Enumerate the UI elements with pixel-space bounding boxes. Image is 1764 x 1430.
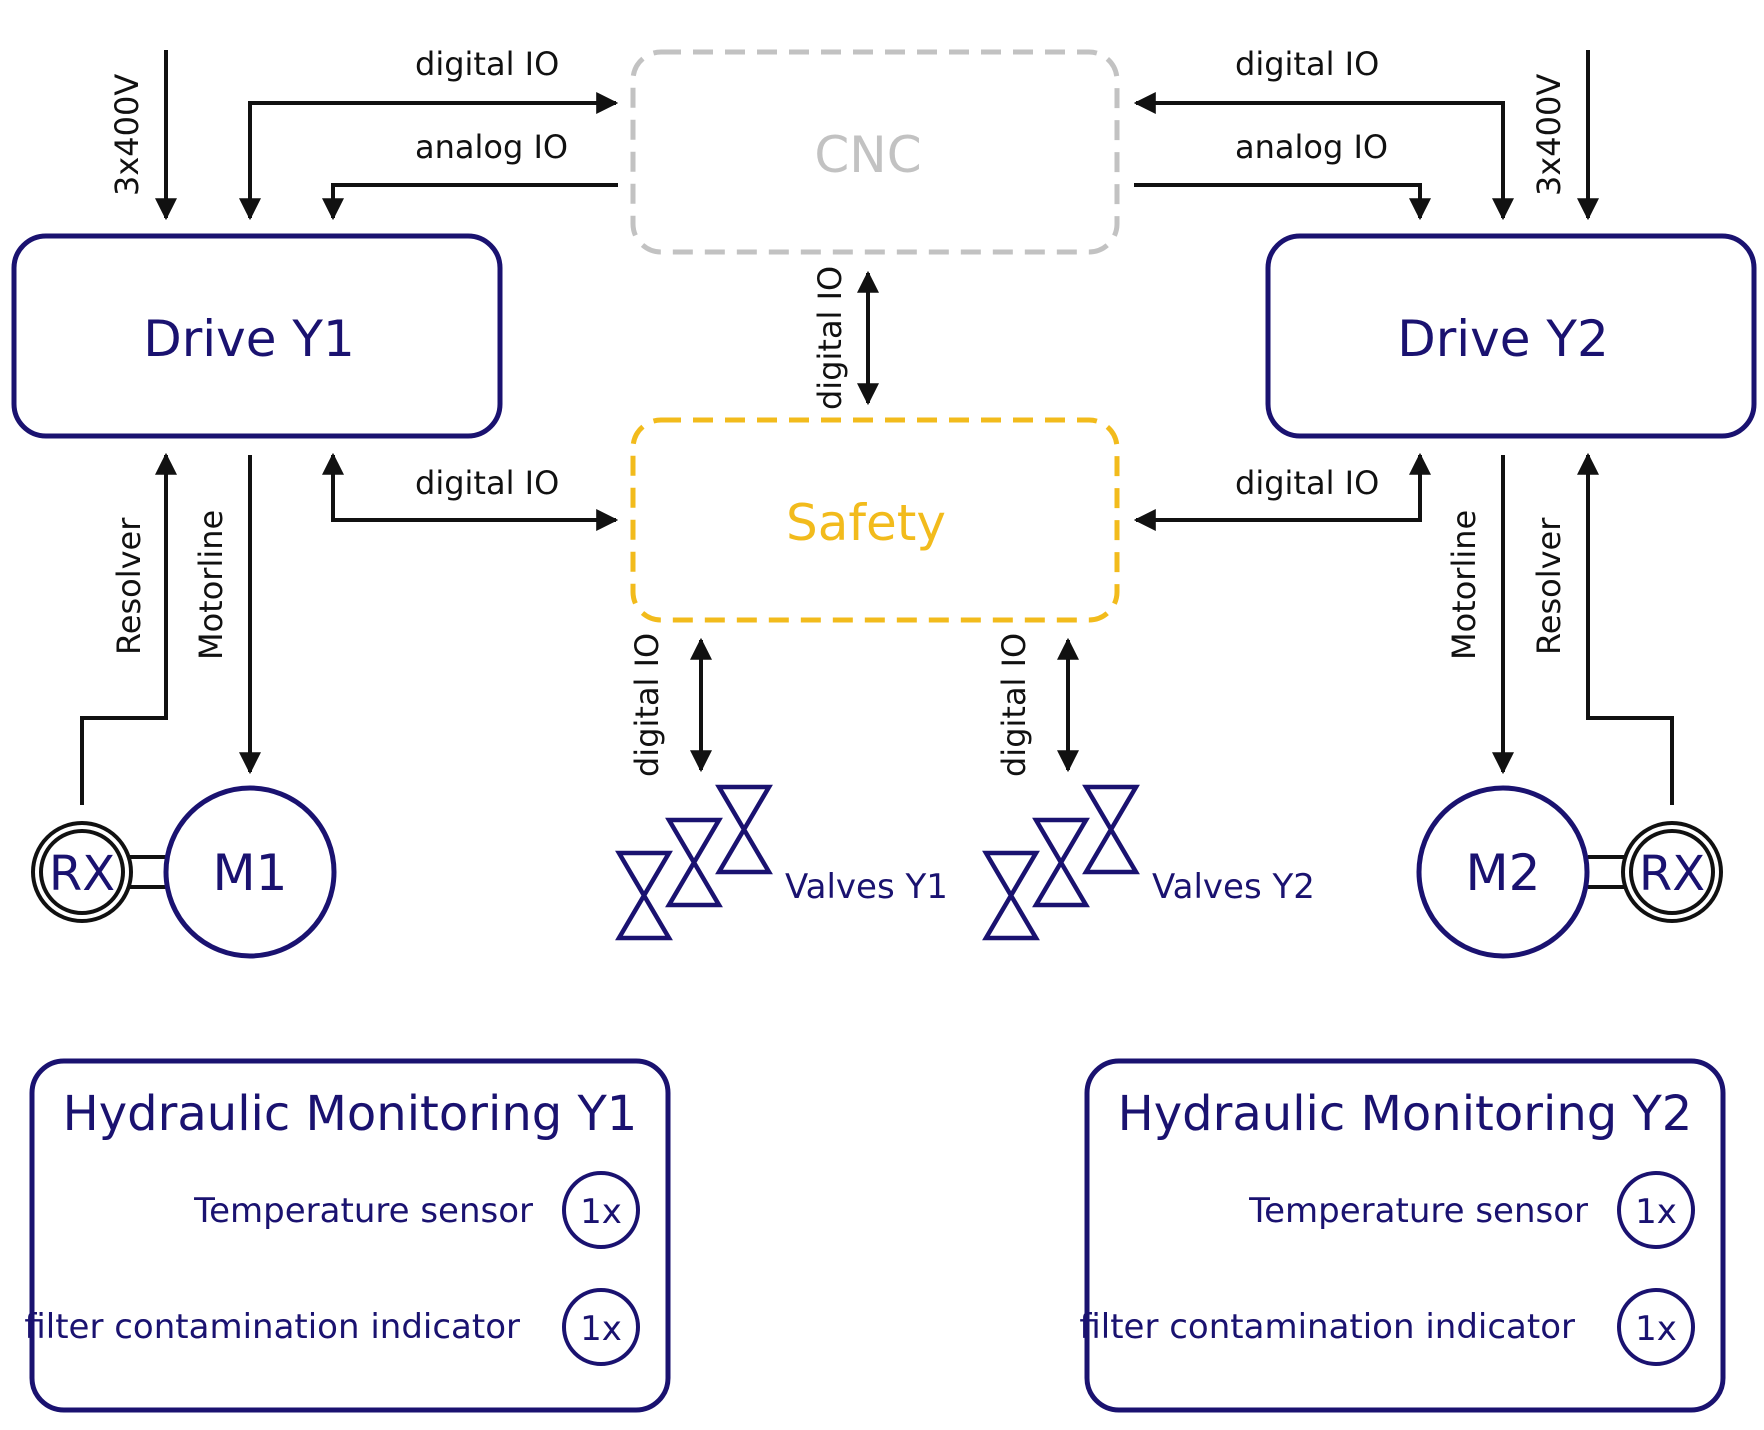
valve-icon [715, 784, 773, 875]
cnc-safety-label: digital IO [811, 266, 849, 410]
motorline-label-y1: Motorline [192, 510, 230, 660]
safety-y2-arrow [1133, 452, 1431, 531]
cnc-y2-digital-arrow [1133, 92, 1514, 221]
safety-node: Safety [630, 417, 1120, 623]
monitoring-y1-box [29, 1058, 671, 1413]
cnc-box [630, 49, 1120, 255]
safety-y1-arrow [322, 452, 619, 531]
cnc-y1-digital-arrow [239, 92, 619, 221]
valve-icon [665, 817, 723, 908]
monitoring-y2-sensor-count: 1x [1635, 1192, 1677, 1232]
hydraulic-monitoring-y1: Hydraulic Monitoring Y1 Temperature sens… [24, 1058, 671, 1413]
safety-y2-label: digital IO [1235, 464, 1379, 502]
resolver-y2-label: RX [1639, 846, 1705, 902]
monitoring-y2-sensor-count: 1x [1635, 1309, 1677, 1349]
resolver-label-y1: Resolver [110, 517, 148, 655]
valves-y1-group: Valves Y1 [615, 784, 948, 941]
cnc-y1-digital-label: digital IO [415, 45, 559, 83]
connection-lines [80, 50, 1674, 805]
cnc-y2-digital-label: digital IO [1235, 45, 1379, 83]
motor-m2-circle [1416, 785, 1590, 959]
count-badge [1617, 1288, 1695, 1366]
cnc-y1-analog-arrow [322, 183, 618, 221]
monitoring-y2-sensor-label: Temperature sensor [1248, 1191, 1588, 1231]
monitoring-y1-sensor-label: Temperature sensor [193, 1191, 533, 1231]
valves-y1-label: Valves Y1 [785, 867, 948, 907]
safety-label: Safety [786, 494, 946, 552]
drive-y2-label: Drive Y2 [1397, 310, 1609, 368]
resolver-y1-label: RX [49, 846, 115, 902]
count-badge [1617, 1171, 1695, 1249]
monitoring-y2-sensor-label: filter contamination indicator [1079, 1307, 1575, 1347]
motor-group-y1: RX M1 [31, 785, 337, 959]
connection-labels: digital IO analog IO digital IO analog I… [108, 45, 1568, 777]
cnc-y1-analog-label: analog IO [415, 128, 568, 166]
motorline-label-y2: Motorline [1445, 510, 1483, 660]
monitoring-y1-title: Hydraulic Monitoring Y1 [63, 1086, 638, 1142]
drive-y1-label: Drive Y1 [143, 310, 355, 368]
resolver-y1-circle [39, 829, 125, 915]
cnc-label: CNC [814, 126, 921, 184]
power-label-y1: 3x400V [108, 74, 146, 196]
monitoring-y1-sensor-count: 1x [580, 1309, 622, 1349]
power-label-y2: 3x400V [1530, 74, 1568, 196]
motor-m1-circle [163, 785, 337, 959]
monitoring-y1-sensor-count: 1x [580, 1192, 622, 1232]
motor-group-y2: RX M2 [1416, 785, 1723, 959]
cnc-y2-analog-label: analog IO [1235, 128, 1388, 166]
motor-m2-label: M2 [1466, 844, 1541, 902]
monitoring-y1-sensor-label: filter contamination indicator [24, 1307, 520, 1347]
motor-m1-label: M1 [213, 844, 288, 902]
safety-box [630, 417, 1120, 623]
safety-valves-y1-label: digital IO [628, 633, 666, 777]
valve-icon [1032, 817, 1090, 908]
drive-y2-node: Drive Y2 [1265, 233, 1757, 439]
count-badge [562, 1171, 640, 1249]
safety-valves-y2-label: digital IO [995, 633, 1033, 777]
valve-icon [615, 850, 673, 941]
resolver-label-y2: Resolver [1530, 517, 1568, 655]
monitoring-y2-box [1084, 1058, 1726, 1413]
monitoring-y2-title: Hydraulic Monitoring Y2 [1118, 1086, 1693, 1142]
drive-y1-box [11, 233, 503, 439]
valves-y2-group: Valves Y2 [982, 784, 1315, 941]
valve-icon [1082, 784, 1140, 875]
cnc-node: CNC [630, 49, 1120, 255]
resolver-y2-circle [1629, 829, 1715, 915]
drive-y1-node: Drive Y1 [11, 233, 503, 439]
valves-y2-label: Valves Y2 [1152, 867, 1315, 907]
valve-icon [982, 850, 1040, 941]
drive-y2-box [1265, 233, 1757, 439]
resolver-line-y1 [80, 452, 177, 805]
cnc-y2-analog-arrow [1134, 183, 1431, 221]
count-badge [562, 1288, 640, 1366]
hydraulic-monitoring-y2: Hydraulic Monitoring Y2 Temperature sens… [1079, 1058, 1726, 1413]
safety-y1-label: digital IO [415, 464, 559, 502]
resolver-line-y2 [1577, 452, 1674, 805]
